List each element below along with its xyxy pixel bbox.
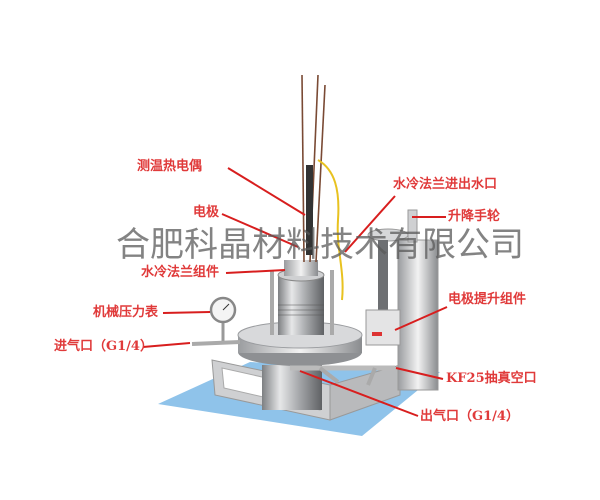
yellow-cooling-hose <box>317 159 344 301</box>
inlet-pipe <box>191 340 241 346</box>
lower-chamber <box>262 365 322 410</box>
label-vacuum-port: KF25抽真空口 <box>446 371 537 386</box>
label-pressure-gauge: 机械压力表 <box>93 305 159 320</box>
label-thermocouple: 测温热电偶 <box>137 159 203 174</box>
label-gas-outlet: 出气口（G1/4） <box>420 409 519 424</box>
label-cooling-water-port: 水冷法兰进出水口 <box>393 177 498 192</box>
label-gas-inlet: 进气口（G1/4） <box>54 339 153 354</box>
thermocouple-body <box>306 165 313 255</box>
label-lift-handwheel: 升降手轮 <box>448 209 501 224</box>
lift-carriage <box>365 309 401 346</box>
label-electrode-lift: 电极提升组件 <box>448 292 527 307</box>
cooling-flange <box>284 260 318 276</box>
label-electrode: 电极 <box>193 205 220 220</box>
label-cooling-flange: 水冷法兰组件 <box>141 265 220 280</box>
watermark: 合肥科晶材料技术有限公司 <box>116 225 524 265</box>
leader-lines <box>142 167 448 417</box>
